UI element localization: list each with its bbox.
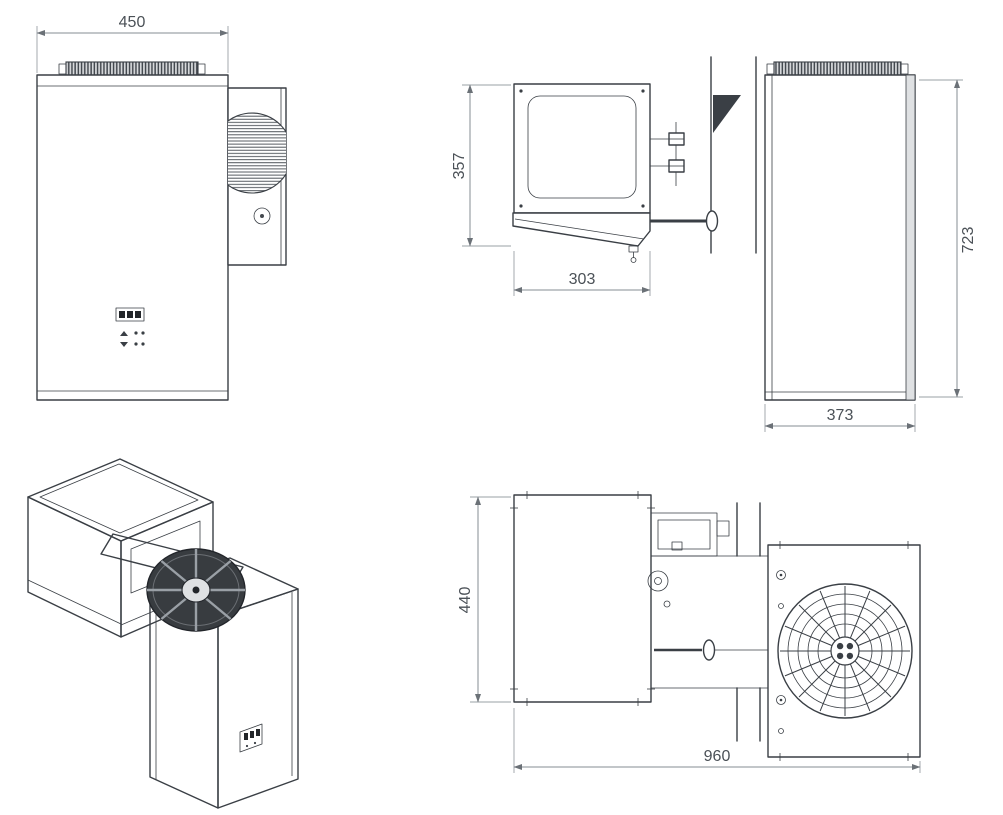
- evaporator-cover: [527, 95, 637, 199]
- top-view: 440: [457, 491, 921, 773]
- tightening-knob-plan: [654, 639, 768, 661]
- rail-end-cap: [900, 63, 909, 75]
- dim-label-450: 450: [119, 14, 146, 31]
- panel-edge-strip: [905, 74, 916, 401]
- mounting-rail: [773, 61, 902, 76]
- dim-label-440: 440: [457, 587, 474, 614]
- evaporator-box: [513, 83, 651, 214]
- panel-screws: [776, 570, 786, 734]
- dim-front-width: 450: [36, 14, 229, 73]
- rear-panel: [764, 74, 916, 401]
- isometric-view: [27, 458, 299, 809]
- drain-valve-icon: [628, 245, 639, 263]
- indoor-section-plan: [513, 494, 652, 703]
- rail-end-cap: [766, 63, 775, 75]
- tightening-knob: [650, 210, 719, 232]
- dim-label-357: 357: [451, 153, 468, 180]
- side-view: 357 303: [451, 56, 757, 296]
- tunnel-section: [647, 502, 769, 742]
- dim-label-373: 373: [827, 407, 854, 424]
- fan-blades-icon: [146, 548, 246, 632]
- front-view: 450: [36, 14, 287, 401]
- fixing-bolts: [650, 122, 685, 186]
- sight-glass-dot: [260, 214, 264, 218]
- dim-label-960: 960: [704, 748, 731, 765]
- compressor-port: [647, 570, 669, 592]
- tray-edge: [514, 218, 645, 240]
- fan-grille-spokes: [779, 585, 910, 717]
- rail-end-cap: [197, 63, 206, 75]
- control-display-icon: [115, 307, 145, 347]
- button-down-icon: [120, 342, 128, 347]
- front-panel: [36, 74, 229, 401]
- dim-overall-length: 960: [513, 708, 921, 773]
- dim-condenser-depth: 373: [764, 404, 916, 432]
- dim-evaporator-height: 357: [451, 84, 511, 247]
- dim-evaporator-depth: 303: [513, 251, 651, 296]
- iso-control-display-icon: [239, 723, 263, 753]
- dim-top-width: 440: [457, 496, 511, 703]
- sight-glass: [253, 207, 271, 225]
- button-up-icon: [120, 331, 128, 336]
- mounting-rail: [65, 61, 199, 76]
- rail-end-cap: [58, 63, 67, 75]
- dim-overall-height: 723: [919, 79, 977, 398]
- panel-screw-ticks: [510, 491, 655, 706]
- axial-fan-grille-icon: [777, 583, 913, 719]
- rear-view: 723 373: [764, 61, 977, 432]
- louver-fan-icon: [228, 112, 286, 194]
- dim-label-723: 723: [960, 227, 977, 254]
- wall-bracket-icon: [713, 95, 741, 133]
- panel-screw-ticks: [779, 541, 909, 761]
- dim-label-303: 303: [569, 271, 596, 288]
